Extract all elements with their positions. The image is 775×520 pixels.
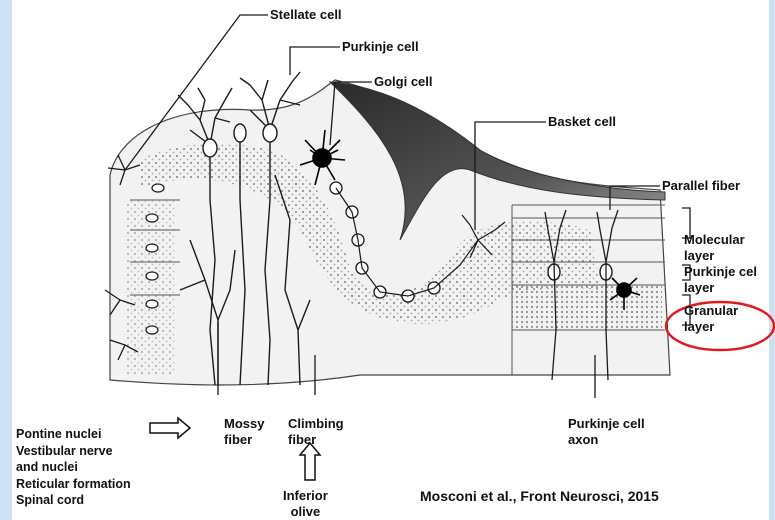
- input-arrow-right-icon: [150, 418, 190, 438]
- citation: Mosconi et al., Front Neurosci, 2015: [420, 488, 659, 504]
- label-climbing-fiber: Climbingfiber: [288, 416, 344, 448]
- label-basket-cell: Basket cell: [548, 114, 616, 130]
- input-arrow-up-icon: [300, 443, 320, 480]
- label-granular-layer: Granularlayer: [684, 303, 738, 335]
- label-purkinje-cell-axon: Purkinje cellaxon: [568, 416, 645, 448]
- label-mossy-fiber: Mossyfiber: [224, 416, 264, 448]
- input-source: and nuclei: [16, 459, 131, 476]
- label-purkinje-cell: Purkinje cell: [342, 39, 419, 55]
- label-molecular-layer: Molecularlayer: [684, 232, 745, 264]
- input-sources-list: Pontine nuclei Vestibular nerve and nucl…: [16, 426, 131, 509]
- label-stellate-cell: Stellate cell: [270, 7, 342, 23]
- label-inferior-olive: Inferiorolive: [283, 488, 328, 520]
- input-source: Pontine nuclei: [16, 426, 131, 443]
- label-purkinje-layer: Purkinje cellayer: [684, 264, 757, 296]
- label-parallel-fiber: Parallel fiber: [662, 178, 740, 194]
- label-golgi-cell: Golgi cell: [374, 74, 433, 90]
- input-source: Reticular formation: [16, 476, 131, 493]
- input-source: Vestibular nerve: [16, 443, 131, 460]
- input-source: Spinal cord: [16, 492, 131, 509]
